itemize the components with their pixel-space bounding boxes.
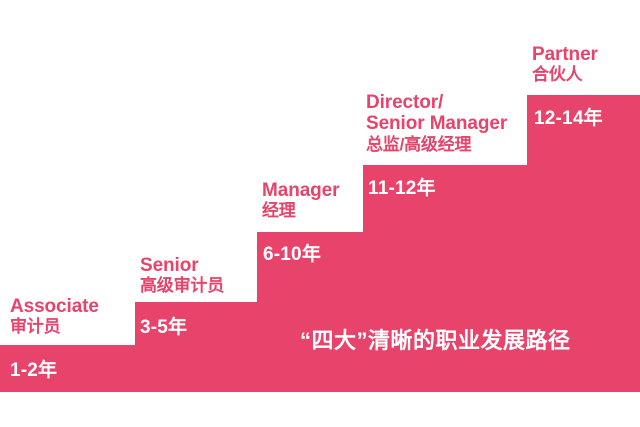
step-title-associate: Associate 审计员 xyxy=(10,296,99,336)
step-duration-manager: 6-10年 xyxy=(263,244,322,265)
step-block-director xyxy=(363,165,528,392)
step-duration-director: 11-12年 xyxy=(368,178,436,199)
step-title-cn-senior: 高级审计员 xyxy=(140,276,224,296)
step-block-associate xyxy=(0,345,136,392)
infographic-caption: “四大”清晰的职业发展路径 xyxy=(300,328,571,353)
step-block-manager xyxy=(257,232,364,392)
step-title-cn-manager: 经理 xyxy=(262,201,296,221)
step-title-en-director-line2: Senior Manager xyxy=(366,113,508,135)
step-title-director: Director/ Senior Manager 总监/高级经理 xyxy=(366,92,507,154)
step-title-en-partner: Partner xyxy=(532,44,598,65)
step-title-en-senior: Senior xyxy=(140,255,199,276)
step-block-senior xyxy=(135,302,258,392)
step-title-en-manager: Manager xyxy=(262,180,340,201)
step-title-en-associate: Associate xyxy=(10,296,99,317)
step-title-cn-partner: 合伙人 xyxy=(532,65,583,85)
step-title-partner: Partner 合伙人 xyxy=(532,44,598,84)
step-title-cn-director: 总监/高级经理 xyxy=(366,134,472,154)
step-title-cn-associate: 审计员 xyxy=(10,317,61,337)
step-duration-partner: 12-14年 xyxy=(534,108,603,129)
step-title-senior: Senior 高级审计员 xyxy=(140,255,224,295)
step-title-en-director-line1: Director/ xyxy=(366,92,444,113)
step-title-manager: Manager 经理 xyxy=(262,180,340,221)
step-duration-associate: 1-2年 xyxy=(10,360,58,381)
step-block-partner xyxy=(527,95,640,392)
step-duration-senior: 3-5年 xyxy=(140,317,188,338)
